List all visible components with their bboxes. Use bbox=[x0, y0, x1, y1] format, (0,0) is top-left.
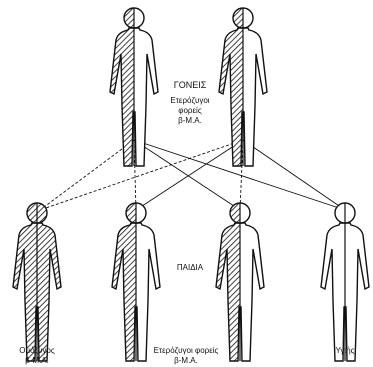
parent-2-carrier-figure bbox=[219, 8, 267, 166]
healthy-label: Υγιής bbox=[322, 346, 368, 356]
children-label: ΠΑΙΔΙΑ bbox=[162, 263, 218, 273]
child-3-carrier-figure bbox=[216, 203, 264, 361]
child-4-healthy-figure bbox=[321, 203, 369, 361]
inheritance-lines bbox=[40, 140, 345, 210]
carriers-line-2: φορείς bbox=[158, 106, 222, 116]
parent-1-carrier-figure bbox=[110, 8, 158, 166]
parents-carriers-label: Ετερόζυγοι φορείς β-Μ.Α. bbox=[158, 96, 222, 126]
carriers-line-1: Ετερόζυγοι bbox=[158, 96, 222, 106]
line-solid bbox=[243, 140, 345, 210]
child-1-homozygous-figure bbox=[13, 203, 61, 361]
child-2-carrier-figure bbox=[112, 203, 160, 361]
homozygous-line-2: β-Μ.Α. bbox=[8, 356, 66, 366]
child-carriers-label: Ετερόζυγοι φορείς β-Μ.Α. bbox=[130, 346, 242, 366]
child-carriers-line-1: Ετερόζυγοι φορείς bbox=[130, 346, 242, 356]
homozygous-line-1: Ομόζυγος bbox=[8, 346, 66, 356]
parents-label: ΓΟΝΕΙΣ bbox=[162, 80, 218, 90]
line-solid bbox=[136, 140, 243, 210]
homozygous-label: Ομόζυγος β-Μ.Α. bbox=[8, 346, 66, 366]
line-dashed bbox=[40, 140, 134, 210]
line-solid bbox=[134, 140, 240, 210]
child-carriers-line-2: β-Μ.Α. bbox=[130, 356, 242, 366]
carriers-line-3: β-Μ.Α. bbox=[158, 116, 222, 126]
